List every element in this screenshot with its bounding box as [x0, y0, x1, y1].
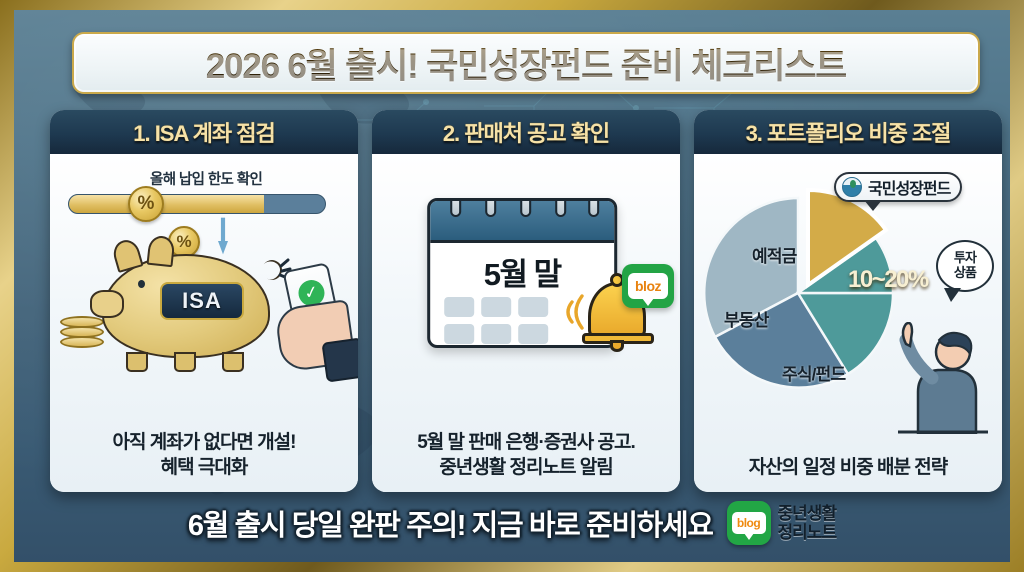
calendar-ring-4	[555, 201, 567, 217]
fund-badge-label: 국민성장펀드	[868, 181, 951, 198]
calendar-month-label: 5월 말	[483, 257, 562, 292]
card-2-illustration: 5월 말	[372, 154, 680, 492]
fund-logo-icon	[842, 177, 862, 197]
card-3-header: 3. 포트폴리오 비중 조절	[694, 110, 1002, 154]
piggy-snout	[90, 290, 124, 318]
calendar-ring-5	[588, 201, 600, 217]
pie-label-realestate: 부동산	[724, 311, 769, 330]
card-2-caption-line2: 중년생활 정리노트 알림	[439, 456, 613, 478]
fund-callout-badge: 국민성장펀드	[834, 172, 963, 211]
card-3-title: 3. 포트폴리오 비중 조절	[745, 121, 952, 146]
coin-symbol-1: %	[137, 193, 155, 214]
card-1-caption: 아직 계좌가 없다면 개설! 혜택 극대화	[50, 430, 358, 480]
card-2-caption: 5월 말 판매 은행·증권사 공고. 중년생활 정리노트 알림	[372, 430, 680, 480]
sleeve-cuff	[321, 337, 358, 383]
isa-badge-label: ISA	[182, 288, 222, 313]
piggy-leg-1	[126, 352, 148, 372]
piggy-ear-left	[110, 236, 144, 274]
calendar-ring-3	[520, 201, 532, 217]
bloz-label: bloz	[635, 278, 662, 294]
card-isa-account[interactable]: 1. ISA 계좌 점검 올해 납입 한도 확인 % %	[50, 110, 358, 492]
blog-mark-icon: blog	[726, 501, 771, 545]
checklist-cards: 1. ISA 계좌 점검 올해 납입 한도 확인 % %	[50, 110, 1002, 492]
card-1-header: 1. ISA 계좌 점검	[50, 110, 358, 154]
calendar-ring-2	[485, 201, 497, 217]
piggy-eye	[138, 280, 145, 288]
speech-line-1: 투자	[953, 250, 977, 266]
page-title-banner: 2026 6월 출시! 국민성장펀드 준비 체크리스트	[72, 32, 980, 94]
card-1-caption-line2: 혜택 극대화	[160, 456, 249, 478]
sound-wave-icon	[566, 294, 584, 330]
card-3-caption: 자산의 일정 비중 배분 전략	[694, 455, 1002, 480]
card-1-title: 1. ISA 계좌 점검	[133, 121, 276, 146]
blog-name: 중년생활 정리노트	[777, 503, 838, 542]
coin-symbol-2: %	[176, 232, 192, 251]
person-pointing-icon	[898, 322, 988, 434]
contribution-progress-bar	[68, 194, 326, 214]
piggy-bank-icon: ISA	[90, 234, 286, 372]
calendar-icon: 5월 말	[427, 198, 618, 348]
pie-slice-savings	[702, 196, 800, 339]
pie-slice-realestate	[713, 291, 850, 389]
background-panel: 2026 6월 출시! 국민성장펀드 준비 체크리스트 1. ISA 계좌 점검…	[14, 10, 1010, 562]
card-1-illustration: 올해 납입 한도 확인 % %	[50, 154, 358, 492]
card-2-title: 2. 판매처 공고 확인	[442, 121, 610, 146]
pie-slice-stocks	[795, 291, 895, 376]
page-title: 2026 6월 출시! 국민성장펀드 준비 체크리스트	[206, 38, 848, 89]
bloz-logo: bloz	[622, 264, 674, 308]
piggy-leg-3	[222, 352, 244, 372]
calendar-ring-1	[450, 201, 462, 217]
speech-line-2: 상품	[953, 265, 977, 280]
bell-icon	[582, 273, 654, 352]
blog-name-line2: 정리노트	[777, 523, 838, 542]
pie-label-savings: 예적금	[752, 247, 797, 266]
investment-speech-bubble: 투자 상품	[936, 240, 994, 302]
contribution-limit-note: 올해 납입 한도 확인	[150, 172, 263, 188]
isa-badge: ISA	[160, 282, 244, 320]
piggy-leg-2	[174, 352, 196, 372]
bloz-speech-bubble: bloz	[628, 273, 668, 299]
percent-coin-icon: %	[128, 186, 164, 222]
footer-bar: 6월 출시 당일 완판 주의! 지금 바로 준비하세요 blog 중년생활 정리…	[14, 488, 1010, 558]
footer-message: 6월 출시 당일 완판 주의! 지금 바로 준비하세요	[187, 510, 714, 542]
card-2-header: 2. 판매처 공고 확인	[372, 110, 680, 154]
coin-stack-icon	[60, 316, 104, 350]
blog-logo[interactable]: blog 중년생활 정리노트	[726, 501, 838, 545]
portfolio-pie-chart: 예적금 부동산 주식/펀드 10~20%	[698, 187, 929, 398]
calendar-day-grid	[444, 297, 549, 344]
pie-svg	[702, 187, 895, 389]
pie-label-stocks: 주식/펀드	[782, 365, 846, 384]
card-portfolio-allocation[interactable]: 3. 포트폴리오 비중 조절	[694, 110, 1002, 492]
card-2-caption-line1: 5월 말 판매 은행·증권사 공고.	[417, 431, 636, 453]
card-sales-notice[interactable]: 2. 판매처 공고 확인 5월 말	[372, 110, 680, 492]
progress-fill	[69, 195, 264, 213]
blog-name-line1: 중년생활	[777, 503, 838, 523]
down-arrow-icon	[218, 217, 228, 255]
bell-clapper	[610, 340, 624, 352]
blog-speech-bubble: blog	[731, 512, 766, 534]
blog-mark-label: blog	[736, 516, 761, 530]
card-3-caption-line1: 자산의 일정 비중 배분 전략	[748, 456, 948, 478]
fund-percent-label: 10~20%	[848, 266, 929, 293]
card-3-illustration: 예적금 부동산 주식/펀드 10~20% 국민성장펀드 투자 상품	[694, 154, 1002, 492]
card-1-caption-line1: 아직 계좌가 없다면 개설!	[112, 431, 297, 453]
